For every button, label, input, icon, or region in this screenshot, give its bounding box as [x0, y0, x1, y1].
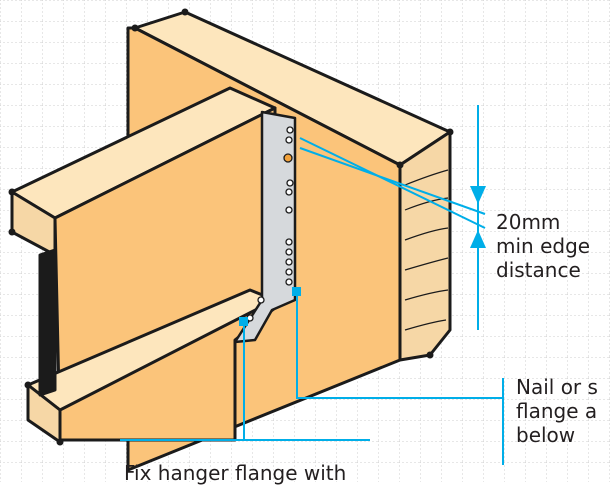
dimension-callouts [120, 105, 504, 465]
nailing-line-3: below [516, 423, 576, 447]
fixing-line-1: Fix hanger flange with [124, 461, 347, 485]
edge-distance-label: 20mm min edge distance [496, 210, 590, 282]
nailing-line-1: Nail or s [516, 375, 598, 399]
end-grain-lines [404, 169, 449, 331]
nailing-label: Nail or s flange a below [516, 375, 598, 447]
edge-distance-line-1: 20mm [496, 210, 561, 234]
outline-corner-dots [8, 8, 454, 446]
joist-hanger [233, 110, 297, 344]
callout-markers [239, 287, 301, 326]
edge-distance-line-2: min edge [496, 234, 591, 258]
nailing-line-2: flange a [516, 399, 598, 423]
edge-distance-line-3: distance [496, 258, 581, 282]
fixing-label: Fix hanger flange with [124, 461, 346, 485]
nail-holes [246, 126, 294, 322]
